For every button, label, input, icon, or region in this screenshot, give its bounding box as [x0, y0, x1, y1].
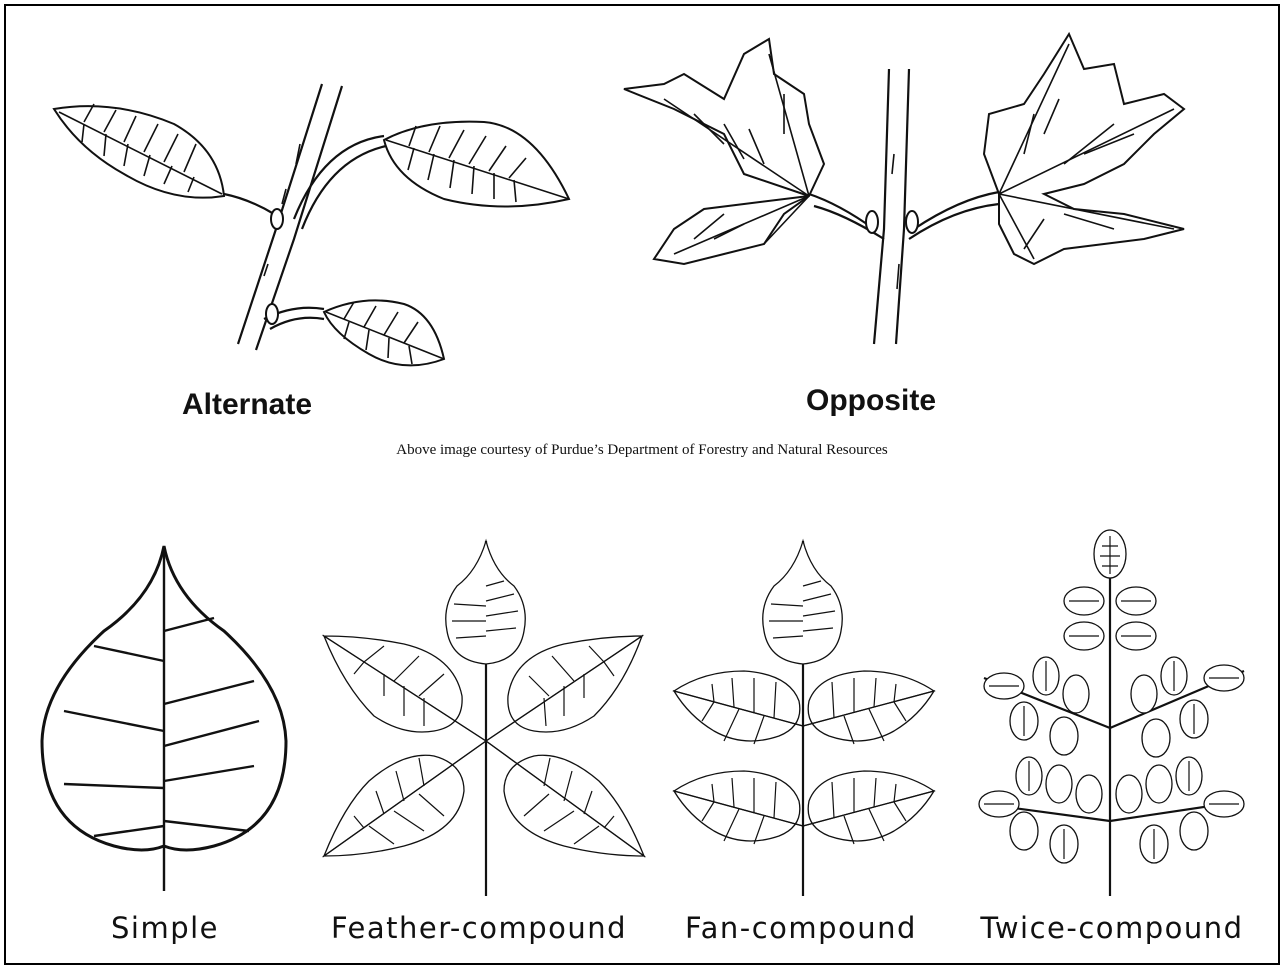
opposite-arrangement-drawing [624, 34, 1184, 344]
caption-fan-compound: Fan-compound [685, 911, 917, 945]
image-credit: Above image courtesy of Purdue’s Departm… [6, 442, 1278, 459]
caption-twice-compound: Twice-compound [980, 911, 1243, 945]
leaf-arrangement-illustration [24, 14, 1274, 436]
alternate-label: Alternate [182, 388, 312, 422]
caption-feather-compound: Feather-compound [331, 911, 627, 945]
caption-simple: Simple [111, 911, 219, 945]
diagram-frame: Alternate Opposite Above image courtesy … [4, 4, 1280, 965]
leaf-types-illustration [24, 526, 1274, 906]
alternate-arrangement-drawing [54, 84, 569, 365]
twice-compound-leaf-icon [979, 530, 1244, 896]
fan-compound-leaf-icon [674, 541, 934, 896]
simple-leaf-icon [42, 546, 286, 891]
feather-compound-leaf-icon [324, 541, 644, 896]
opposite-label: Opposite [806, 384, 936, 418]
